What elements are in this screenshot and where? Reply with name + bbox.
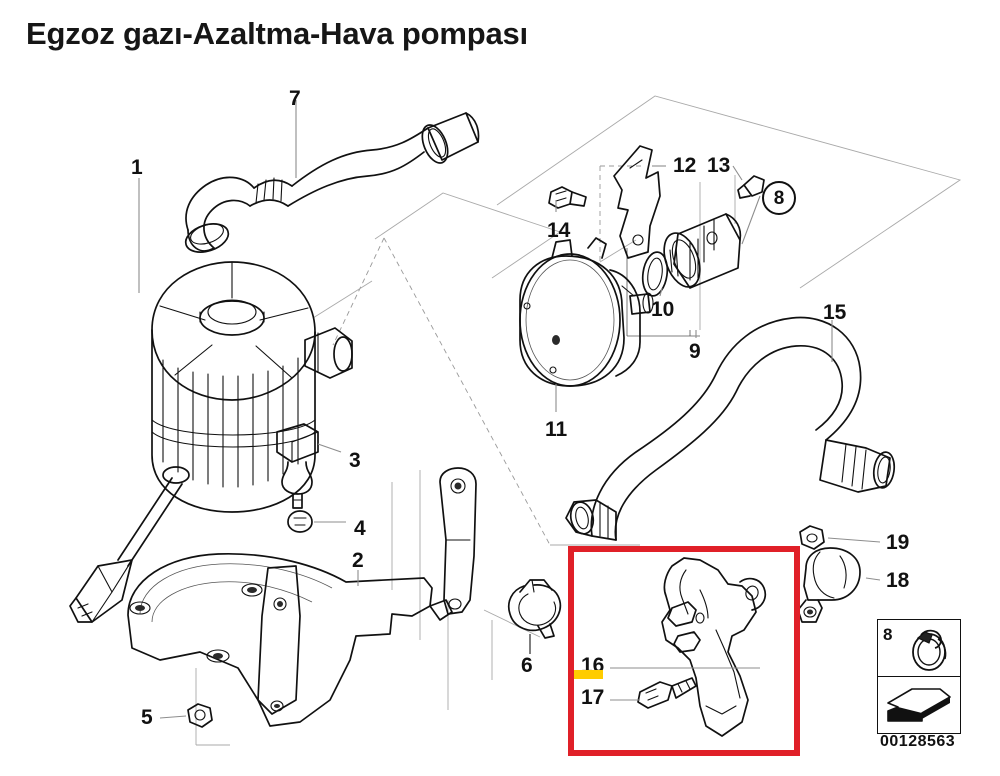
part-12-holder-bracket [613, 145, 661, 259]
part-11-pump-motor [519, 237, 654, 387]
part-13-screw [737, 175, 765, 199]
callout-label-15: 15 [823, 301, 847, 324]
callout-label-3: 3 [349, 449, 361, 472]
legend-box: 8 [877, 619, 961, 734]
callout-label-12: 12 [673, 154, 697, 177]
part-6-hose-clamp [507, 579, 562, 639]
arrow-direction-icon [887, 688, 951, 722]
callout-label-13: 13 [707, 154, 731, 177]
part-4-washer [287, 510, 313, 533]
legend-number-8: 8 [883, 625, 893, 644]
callout-label-9: 9 [689, 340, 701, 363]
part-5-nut [187, 703, 213, 728]
part-electrical-connector [69, 477, 183, 623]
part-18-hose-holder [797, 547, 861, 623]
callout-label-14: 14 [547, 219, 571, 242]
callout-label-10: 10 [651, 298, 675, 321]
part-15-pressure-hose [565, 316, 896, 541]
part-17-bolt [637, 677, 697, 709]
part-2-mounting-bracket [127, 552, 453, 727]
callout-label-1: 1 [131, 156, 143, 179]
legend-cell-arrow [878, 677, 960, 733]
callout-label-4: 4 [354, 517, 366, 540]
part-16-bracket [661, 557, 767, 737]
highlight-marker [571, 670, 603, 679]
callout-leaders [138, 100, 881, 719]
callout-label-11: 11 [545, 418, 568, 441]
part-19-nut [799, 525, 825, 550]
callout-label-18: 18 [886, 569, 910, 592]
part-3-rubber-mount [276, 423, 319, 509]
callout-label-8-circled: 8 [762, 181, 796, 215]
callout-label-17: 17 [581, 686, 605, 709]
callout-label-19: 19 [886, 531, 910, 554]
part-14-bolt [548, 186, 587, 209]
part-1-pump-housing [151, 261, 353, 513]
callout-label-7: 7 [289, 87, 301, 110]
callout-label-2: 2 [352, 549, 364, 572]
part-10-gasket [641, 251, 669, 297]
part-strap-bracket [439, 467, 477, 615]
callout-label-5: 5 [141, 706, 153, 729]
legend-cell-clamp: 8 [878, 620, 960, 677]
hose-clamp-icon [912, 629, 947, 671]
callout-label-6: 6 [521, 654, 533, 677]
page-title: Egzoz gazı-Azaltma-Hava pompası [26, 16, 528, 51]
diagram-number: 00128563 [880, 733, 956, 750]
part-9-valve-assembly [663, 213, 742, 289]
part-7-intake-hose [184, 112, 480, 253]
